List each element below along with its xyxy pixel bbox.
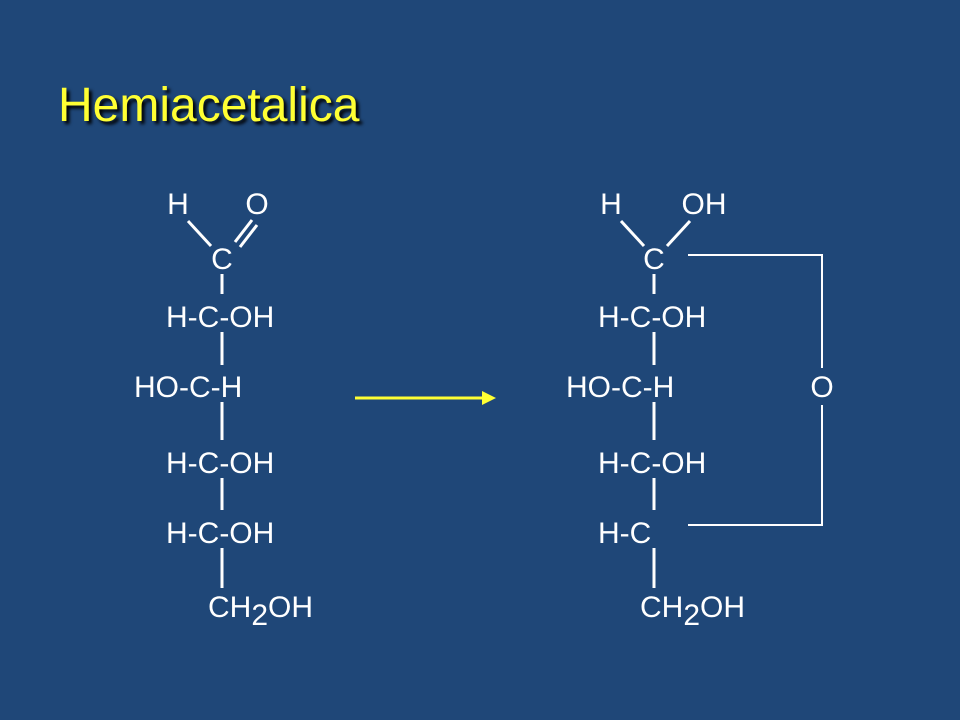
- cyclic-c1-oh-bond: [665, 219, 692, 248]
- open-chain-structure: H O C H-C-OH HO-C-H H-C-OH H-C-OH CH2OH: [134, 188, 313, 632]
- cyclic-c1-carbon: C: [643, 243, 665, 276]
- reaction-arrow: [355, 391, 496, 405]
- slide-title: Hemiacetalica: [58, 79, 360, 132]
- cyclic-row-3: H-C-OH: [598, 447, 706, 480]
- open-row-1: H-C-OH: [166, 301, 274, 334]
- open-top-o: O: [245, 188, 268, 221]
- cyclic-structure: H OH C H-C-OH HO-C-H H-C-OH H-C CH2OH O: [566, 188, 834, 632]
- open-c1-h-bond: [186, 219, 213, 248]
- cyclic-c1-h-bond: [619, 219, 646, 248]
- ring-oxygen: O: [810, 371, 833, 404]
- open-row-4: H-C-OH: [166, 517, 274, 550]
- open-row-3: H-C-OH: [166, 447, 274, 480]
- open-top-h: H: [167, 188, 189, 221]
- ring-bond-upper: [688, 254, 823, 368]
- open-c1-o-double-bond-b: [238, 224, 259, 248]
- cyclic-row-2: HO-C-H: [566, 371, 674, 404]
- cyclic-top-oh: OH: [682, 188, 727, 221]
- cyclic-top-h: H: [600, 188, 622, 221]
- open-c1-carbon: C: [211, 243, 233, 276]
- cyclic-row-1: H-C-OH: [598, 301, 706, 334]
- arrow-head-icon: [482, 391, 496, 405]
- open-c1-o-double-bond-a: [233, 219, 254, 243]
- open-row-2: HO-C-H: [134, 371, 242, 404]
- cyclic-row-4: H-C: [598, 517, 651, 550]
- cyclic-ch2oh: CH2OH: [640, 591, 745, 632]
- ring-bond-lower: [688, 405, 823, 526]
- open-ch2oh: CH2OH: [208, 591, 313, 632]
